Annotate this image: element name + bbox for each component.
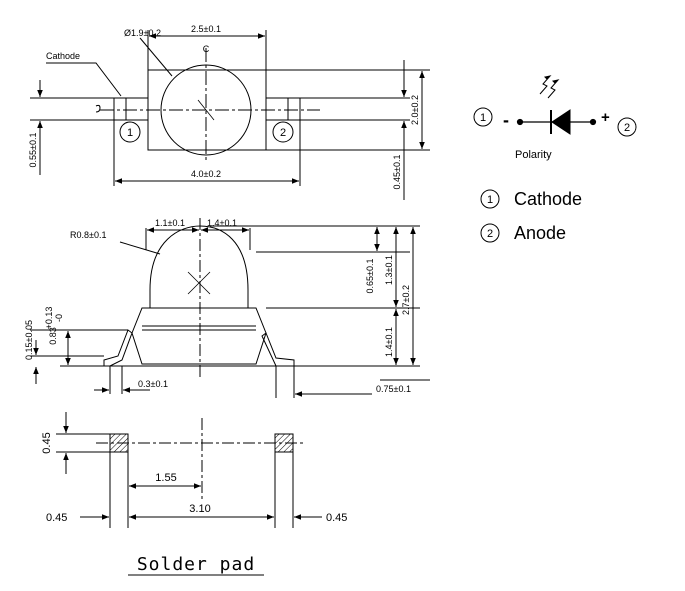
standoff-plus-tol: +0.13	[44, 307, 54, 330]
pitch-label: 3.10	[189, 503, 210, 515]
legend-1-number: 1	[487, 194, 493, 206]
legend-1-circle	[480, 189, 500, 209]
legend-2-label: Anode	[514, 223, 566, 243]
dome-height-label: 1.3±0.1	[384, 255, 394, 285]
top-view-pin1-marker	[119, 121, 141, 143]
lead-thickness-label: 0.15±0.05	[24, 320, 34, 360]
body-height-label: 1.4±0.1	[384, 327, 394, 357]
lead-width-label: 0.55±0.1	[28, 133, 38, 168]
legend-2-circle	[480, 223, 500, 243]
top-view-pin2-marker	[272, 121, 294, 143]
solder-pad-drawing	[56, 412, 322, 576]
dome-offset-label: 0.65±0.1	[365, 259, 375, 294]
pin-legend: 1 Cathode 2 Anode	[480, 189, 582, 243]
lead-extent-label: 0.75±0.1	[376, 384, 411, 394]
pad-height-label: 0.45	[41, 432, 53, 453]
polarity-plus-sign: +	[601, 109, 610, 126]
polarity-labels: 1 2 - + Polarity	[480, 109, 630, 161]
side-view-body	[131, 307, 267, 365]
solder-pad-labels: 0.45 1.55 3.10 0.45 0.45 Solder pad	[41, 432, 347, 575]
top-view	[30, 30, 430, 200]
top-view-right-lead	[265, 97, 301, 121]
solder-pad-title: Solder pad	[137, 554, 255, 575]
radius-label: R0.8±0.1	[70, 230, 106, 240]
side-view-left-lead	[103, 329, 133, 367]
height-label: 2.0±0.2	[410, 95, 420, 125]
polarity-pin2-number: 2	[624, 122, 630, 134]
polarity-pin2-circle	[617, 117, 637, 137]
polarity-caption: Polarity	[515, 149, 552, 161]
side-view-right-lead	[261, 332, 295, 367]
polarity-symbol	[473, 75, 637, 137]
lead-foot-label: 0.3±0.1	[138, 379, 168, 389]
legend-1-label: Cathode	[514, 189, 582, 209]
top-view-left-lead	[113, 97, 149, 121]
lead-offset-label: 0.45±0.1	[392, 155, 402, 190]
overall-length-label: 4.0±0.2	[191, 169, 221, 179]
top-pin1-number: 1	[127, 127, 133, 139]
lens-diameter-label: Ø1.9±0.2	[124, 28, 161, 38]
total-height-label: 2.7±0.2	[401, 285, 411, 315]
standoff-label: 0.83	[48, 327, 58, 345]
left-pad-width-label: 0.45	[46, 512, 67, 524]
half-pitch-label: 1.55	[155, 472, 176, 484]
legend-2-number: 2	[487, 228, 493, 240]
right-pad-width-label: 0.45	[326, 512, 347, 524]
polarity-pin1-number: 1	[480, 112, 486, 124]
polarity-pin1-circle	[473, 107, 493, 127]
dome-right-label: 1.4±0.1	[207, 218, 237, 228]
side-view	[30, 218, 430, 398]
side-view-dome	[149, 225, 249, 308]
cathode-leader-label: Cathode	[46, 51, 80, 61]
top-pin2-number: 2	[280, 127, 286, 139]
standoff-minus-tol: -0	[54, 314, 64, 322]
top-view-labels: Ø1.9±0.2 2.5±0.1 Cathode C 4.0±0.2 2.0±0…	[28, 24, 420, 189]
body-width-label: 2.5±0.1	[191, 24, 221, 34]
dome-left-label: 1.1±0.1	[155, 218, 185, 228]
centerline-symbol: C	[203, 44, 210, 54]
diode-triangle	[551, 109, 571, 135]
side-view-labels: R0.8±0.1 1.1±0.1 1.4±0.1 0.65±0.1 1.3±0.…	[24, 218, 411, 394]
polarity-minus-sign: -	[503, 110, 509, 130]
